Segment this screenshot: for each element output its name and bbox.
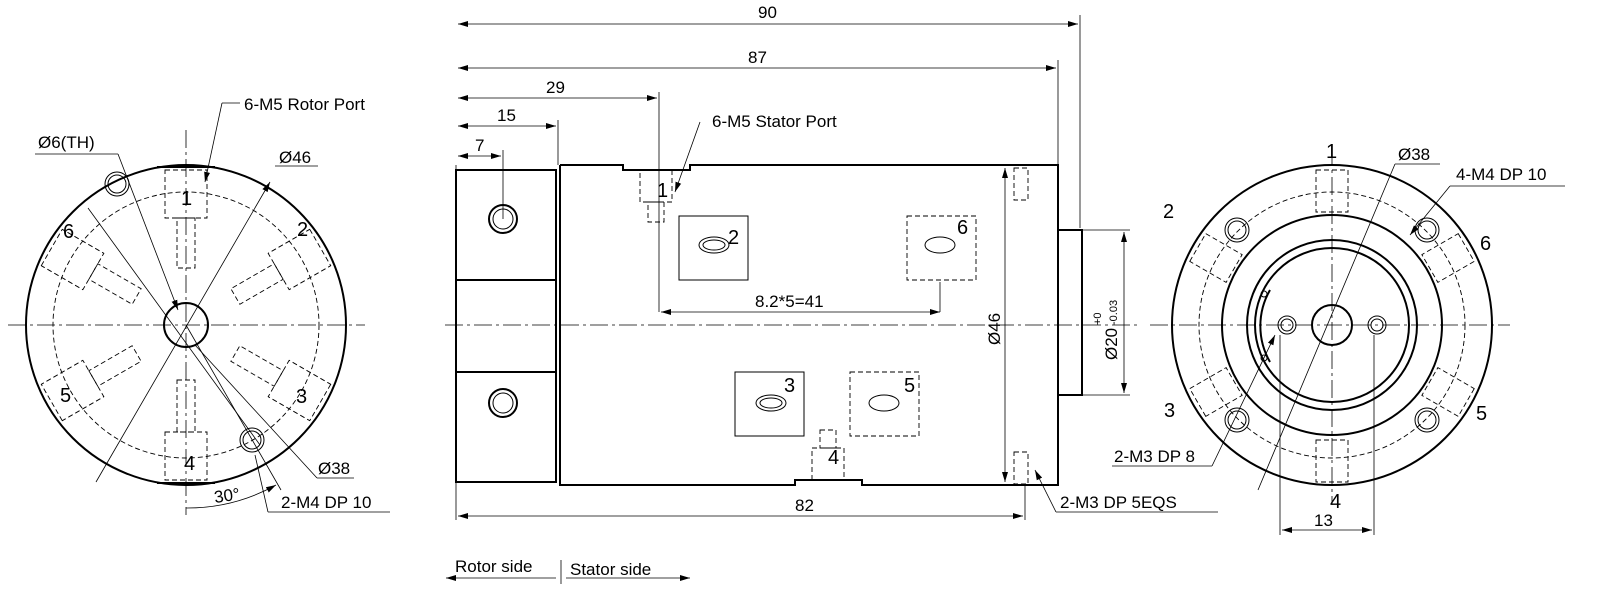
shaft-tol-lower: -0.03 [1108,300,1120,325]
dim-15: 15 [497,106,516,125]
rotor-angle-label: 30° [213,485,241,507]
stator-port-6: 6 [1480,233,1491,255]
rotor-port-3: 3 [296,386,307,408]
side-port-2: 2 [728,227,739,249]
stator-port-1: 1 [1326,141,1337,163]
rotor-port-6: 6 [63,221,74,243]
dim-7: 7 [475,136,484,155]
dim-total: 90 [758,3,777,22]
stator-side-label: Stator side [570,560,651,579]
side-port-1: 1 [657,180,668,202]
stator-inner-holes-label: 2-M3 DP 8 [1114,447,1195,466]
rotor-through-hole-label: Ø6(TH) [38,133,95,152]
dim-body: 87 [748,48,767,67]
rotor-end-view: Ø6(TH) 6-M5 Rotor Port Ø46 Ø38 30° 2-M4 … [8,95,390,515]
stator-mount-holes-label: 4-M4 DP 10 [1456,165,1546,184]
side-view: 90 87 29 15 7 6-M5 Stator Port 8.2*5=41 … [445,3,1218,584]
side-port-3: 3 [784,375,795,397]
stator-bolt-circle-label: Ø38 [1398,145,1430,164]
m3-holes-label: 2-M3 DP 5EQS [1060,493,1177,512]
stator-port-5: 5 [1476,403,1487,425]
rotor-port-2: 2 [297,219,308,241]
shaft-tol-upper: +0 [1092,312,1104,325]
dim-29: 29 [546,78,565,97]
rotor-port-5: 5 [60,385,71,407]
rotor-port-4: 4 [184,453,195,475]
rotor-bolt-circle-label: Ø38 [318,459,350,478]
side-port-6: 6 [957,217,968,239]
stator-port-2: 2 [1163,201,1174,223]
shaft-dia-label: Ø20 [1102,328,1121,360]
rotor-port-label: 6-M5 Rotor Port [244,95,365,114]
stator-port-label: 6-M5 Stator Port [712,112,837,131]
pitch-label: 8.2*5=41 [755,292,824,311]
side-port-5: 5 [904,375,915,397]
rotor-outer-dia-label: Ø46 [279,148,311,167]
body-dia-label: Ø46 [985,313,1004,345]
stator-port-4: 4 [1330,491,1341,513]
dim-82: 82 [795,496,814,515]
stator-dim-13: 13 [1314,511,1333,530]
stator-end-view: Ø38 4-M4 DP 10 2-M3 DP 8 13 1 2 3 4 5 6 [1112,141,1565,535]
rotor-mount-holes-label: 2-M4 DP 10 [281,493,371,512]
side-port-4: 4 [828,447,839,469]
rotor-side-label: Rotor side [455,557,532,576]
stator-port-3: 3 [1164,400,1175,422]
rotor-port-1: 1 [181,188,192,210]
